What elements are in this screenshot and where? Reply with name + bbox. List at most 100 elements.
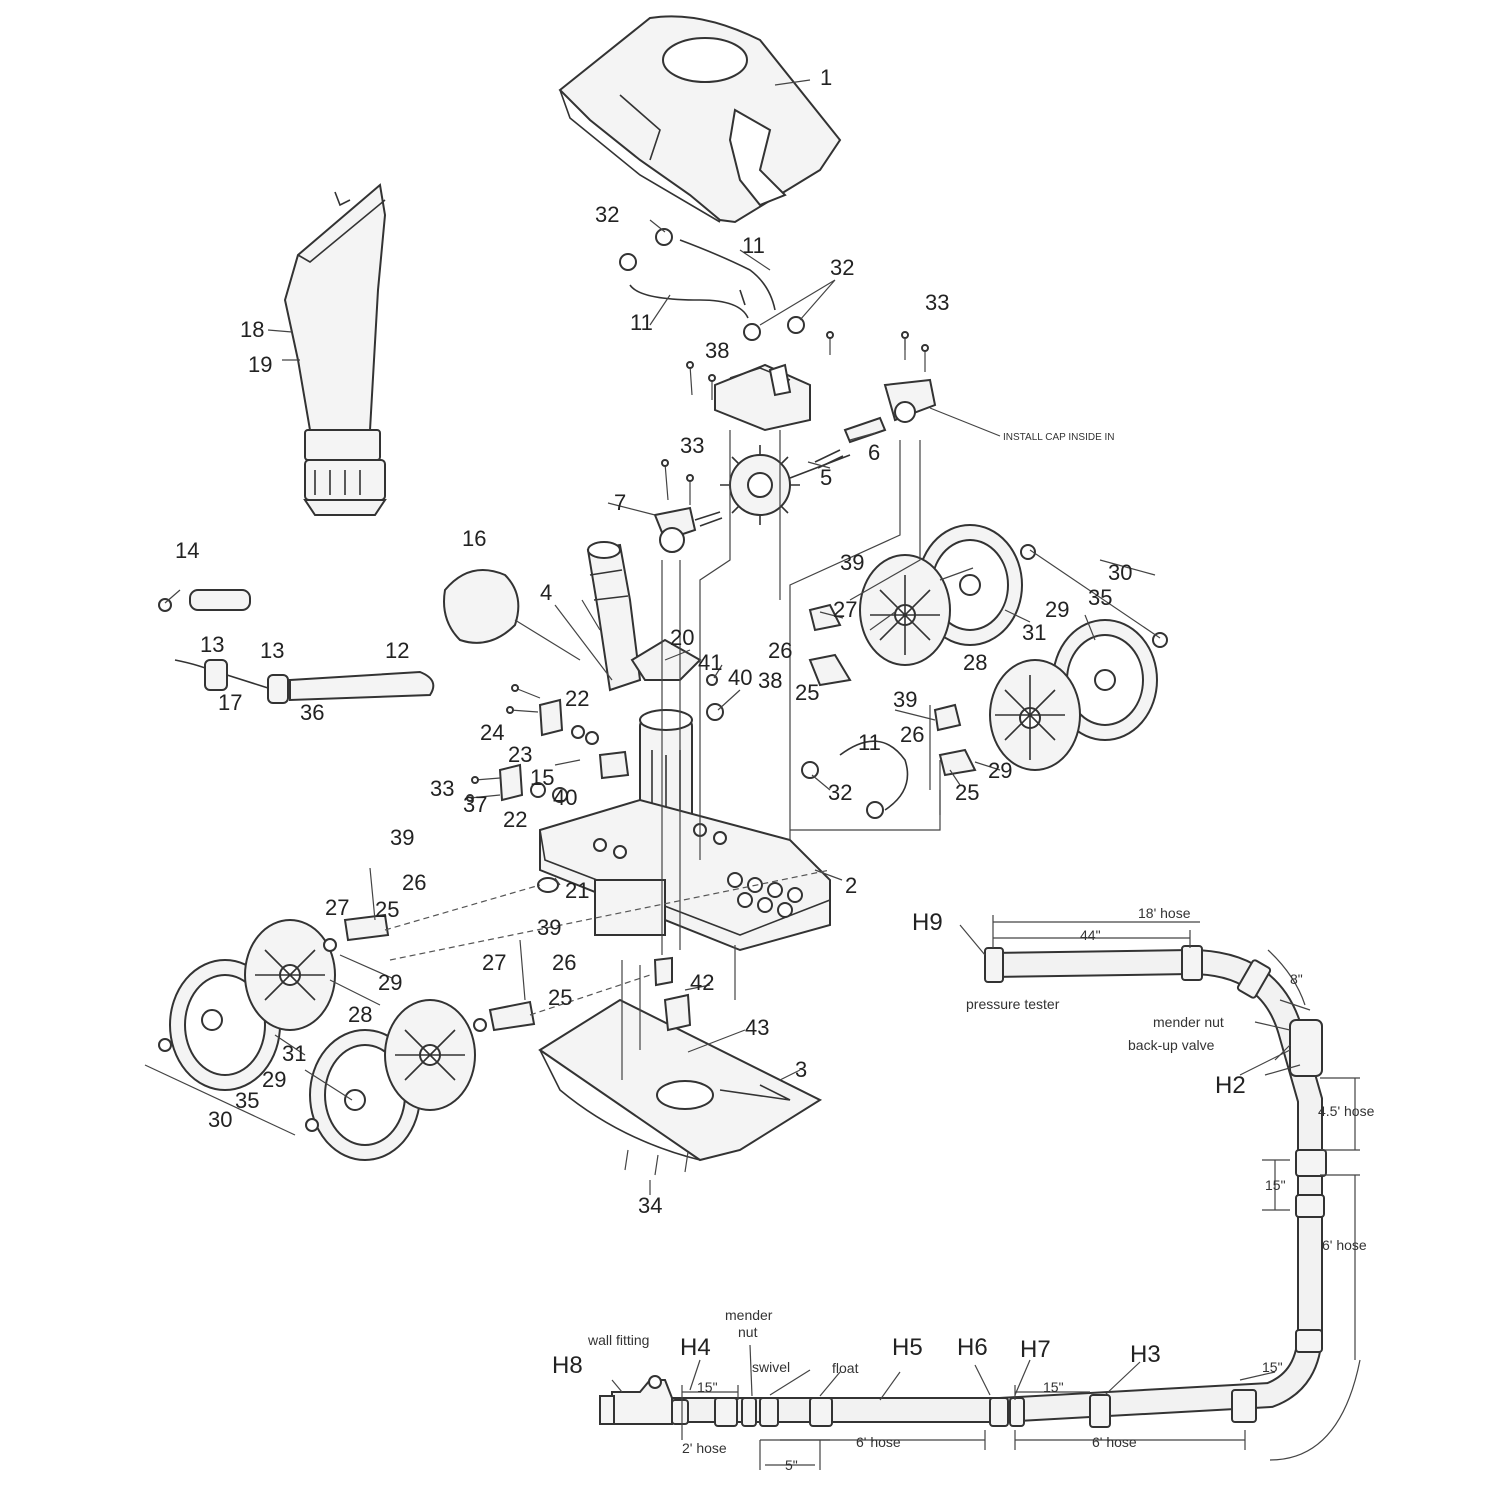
part-label-40a: 40 [728,665,752,690]
dim-6-hose-c: 6' hose [1092,1434,1137,1450]
part-label-22b: 22 [503,807,527,832]
part-label-20: 20 [670,625,694,650]
part-label-31b: 31 [282,1041,306,1066]
part-label-29a: 29 [1045,597,1069,622]
leader-lines [164,79,1156,1195]
part-label-29c: 29 [378,970,402,995]
dim-15-d: 15" [697,1379,718,1395]
upper-hose-assembly [619,228,805,341]
part-label-25d: 25 [548,985,572,1010]
part-label-11c: 11 [858,730,881,755]
dim-5: 5" [785,1457,798,1473]
part-label-40b: 40 [553,785,577,810]
part-label-7: 7 [614,490,626,515]
part-label-25b: 25 [955,780,979,805]
hose-label-h3: H3 [1130,1341,1161,1368]
dim-15-c: 15" [1043,1379,1064,1395]
part-label-3: 3 [795,1057,807,1082]
part-label-1: 1 [820,65,832,90]
left-wheels-part [144,867,651,1161]
callout-pressure-tester: pressure tester [966,996,1060,1012]
part-label-16: 16 [462,526,486,551]
part-label-22a: 22 [565,686,589,711]
part-label-43: 43 [745,1015,769,1040]
part-label-29d: 29 [262,1067,286,1092]
part-label-26c: 26 [402,870,426,895]
part-label-32b: 32 [830,255,854,280]
dim-4-5-hose: 4.5' hose [1318,1103,1375,1119]
part-label-37: 37 [463,792,487,817]
part-label-26a: 26 [768,638,792,663]
callout-wall-fitting: wall fitting [587,1332,649,1348]
part-label-13b: 13 [260,638,284,663]
left-hose-part [158,589,435,704]
part-label-32a: 32 [595,202,619,227]
part-label-23: 23 [508,742,532,767]
part-label-31a: 31 [1022,620,1046,645]
part-label-11a: 11 [742,233,765,258]
callout-mender-nut-line2: nut [738,1324,758,1340]
hose-label-h5: H5 [892,1334,923,1361]
part-label-32c: 32 [828,780,852,805]
part-label-12: 12 [385,638,409,663]
part-label-35a: 35 [1088,585,1112,610]
part-label-13a: 13 [200,632,224,657]
install-note: INSTALL CAP INSIDE IN [1003,432,1115,443]
bottom-plate-part [538,945,823,1176]
dimension-labels: 18' hose 44" 8" 4.5' hose 15" 6' hose 15… [682,905,1375,1473]
hose-label-h7: H7 [1020,1336,1051,1363]
dim-8: 8" [1290,971,1303,987]
part-label-5: 5 [820,465,832,490]
part-label-30b: 30 [208,1107,232,1132]
right-wheels-part [808,524,1168,777]
part-label-6: 6 [868,440,880,465]
hose-label-h9: H9 [912,909,943,936]
part-label-26b: 26 [900,722,924,747]
hose-callouts: INSTALL CAP INSIDE IN H9 H2 H3 H4 H5 H6 … [552,432,1246,1379]
callout-mender-nut: mender nut [1153,1014,1224,1030]
callout-float: float [832,1360,859,1376]
part-label-33c: 33 [430,776,454,801]
part-label-26d: 26 [552,950,576,975]
part-number-labels: 1 2 3 4 5 6 7 11 11 11 12 13 13 14 15 16… [175,65,1132,1218]
part-label-27b: 27 [325,895,349,920]
hose-label-h4: H4 [680,1334,711,1361]
dim-18-hose: 18' hose [1138,905,1191,921]
part-label-41: 41 [698,650,722,675]
part-label-39c: 39 [390,825,414,850]
dim-6-hose-a: 6' hose [1322,1237,1367,1253]
dimension-lines [611,915,1361,1470]
part-label-19: 19 [248,352,272,377]
part-label-33a: 33 [925,290,949,315]
dim-15-a: 15" [1265,1177,1286,1193]
part-label-2: 2 [845,873,857,898]
part-label-21: 21 [565,878,589,903]
part-label-28a: 28 [963,650,987,675]
part-label-25a: 25 [795,680,819,705]
part-label-39a: 39 [840,550,864,575]
part-label-18: 18 [240,317,264,342]
part-label-38b: 38 [758,668,782,693]
left-fittings-part [466,684,630,803]
part-label-27a: 27 [833,597,857,622]
callout-swivel: swivel [752,1359,790,1375]
part-label-17: 17 [218,690,242,715]
part-label-33b: 33 [680,433,704,458]
part-label-29b: 29 [988,758,1012,783]
dim-6-hose-b: 6' hose [856,1434,901,1450]
part-label-42: 42 [690,970,714,995]
part-label-11b: 11 [630,310,653,335]
part-label-34: 34 [638,1193,662,1218]
dim-2-hose: 2' hose [682,1440,727,1456]
part-label-38a: 38 [705,338,729,363]
callout-mender-nut-line1: mender [725,1307,773,1323]
part-label-39d: 39 [537,915,561,940]
part-label-28b: 28 [348,1002,372,1027]
part-label-4: 4 [540,580,552,605]
side-hose-part [801,740,909,819]
top-cover-part [558,15,842,224]
chassis-part [537,798,831,952]
dim-44: 44" [1080,927,1101,943]
part-label-36: 36 [300,700,324,725]
